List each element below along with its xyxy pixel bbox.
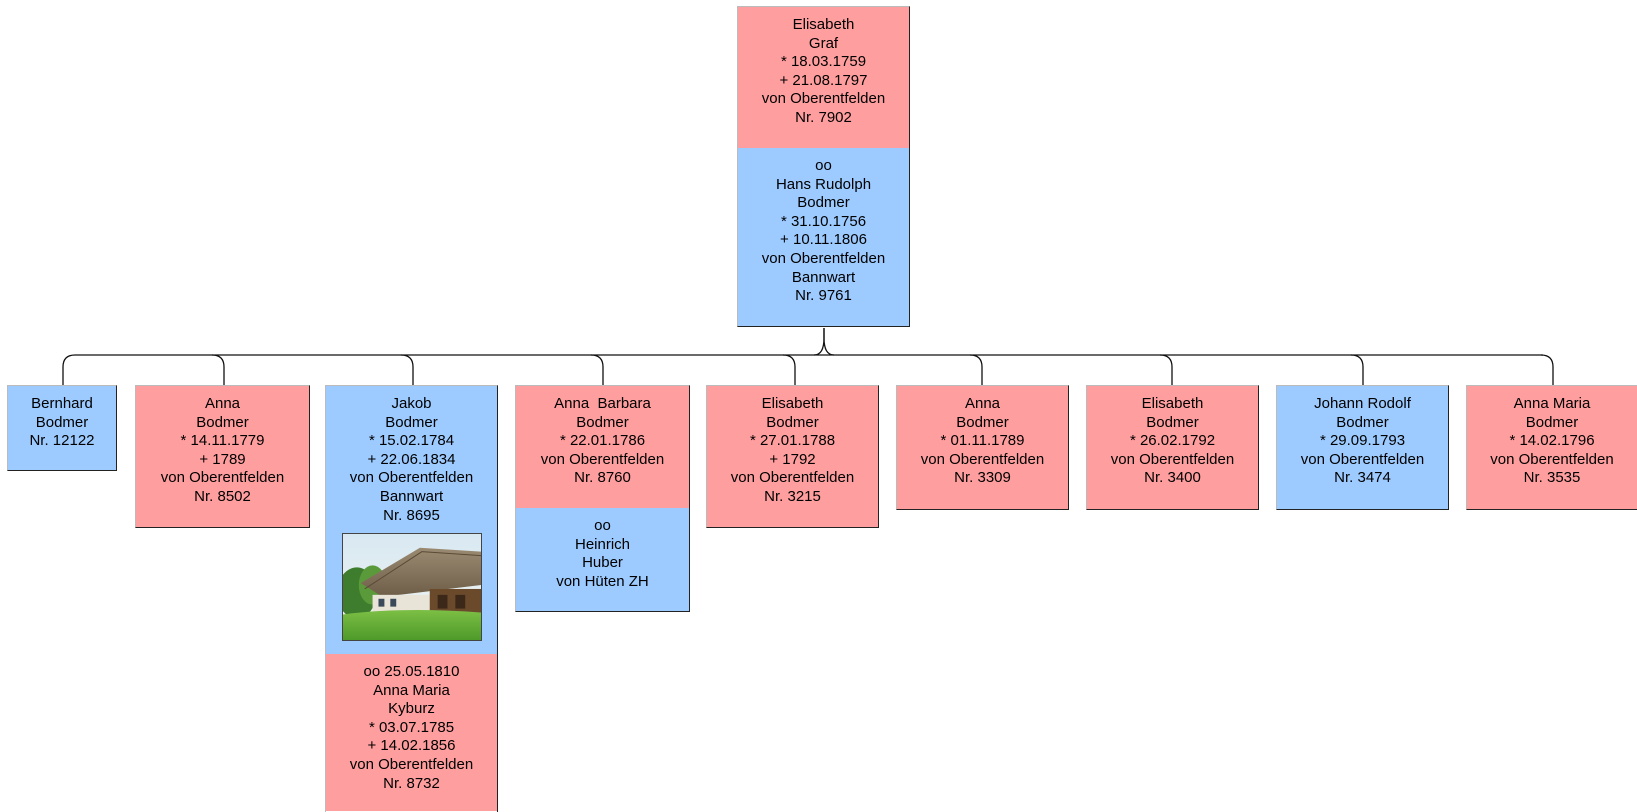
child-card-elisabeth-1788: Elisabeth Bodmer * 27.01.1788 + 1792 von… bbox=[706, 385, 879, 528]
child-card-jakob: Jakob Bodmer * 15.02.1784 + 22.06.1834 v… bbox=[325, 385, 498, 812]
child-line: + 22.06.1834 bbox=[367, 450, 456, 468]
child-line: Bodmer bbox=[35, 413, 89, 431]
child-line: Nr. 3474 bbox=[1334, 469, 1391, 487]
child-section: Anna Bodmer * 01.11.1789 von Oberentfeld… bbox=[897, 386, 1068, 509]
child-line: Bannwart bbox=[379, 487, 444, 505]
child-line: von Oberentfelden bbox=[160, 469, 285, 487]
child-section: Elisabeth Bodmer * 26.02.1792 von Oberen… bbox=[1087, 386, 1258, 509]
child-line: Nr. 8502 bbox=[194, 487, 251, 505]
child-card-bernhard: Bernhard Bodmer Nr. 12122 bbox=[7, 385, 117, 471]
child-line: * 01.11.1789 bbox=[940, 432, 1025, 450]
father-occupation: Bannwart bbox=[791, 268, 856, 286]
child-line: Nr. 3400 bbox=[1144, 469, 1201, 487]
spouse-line: oo 25.05.1810 bbox=[363, 663, 460, 680]
father-origin: von Oberentfelden bbox=[761, 249, 886, 267]
spouse-line: oo bbox=[594, 517, 611, 534]
child-line: + 1789 bbox=[199, 450, 246, 468]
child-line: Bodmer bbox=[196, 413, 249, 431]
child-section: Elisabeth Bodmer * 27.01.1788 + 1792 von… bbox=[707, 386, 878, 527]
child-line: von Oberentfelden bbox=[1110, 450, 1235, 468]
child-card-anna-barbara: Anna Barbara Bodmer * 22.01.1786 von Obe… bbox=[515, 385, 690, 612]
child-line: von Oberentfelden bbox=[1300, 450, 1425, 468]
child-line: * 14.11.1779 bbox=[180, 432, 265, 450]
marriage-mark: oo bbox=[815, 157, 832, 174]
father-number: Nr. 9761 bbox=[795, 287, 852, 305]
spouse-line: * 03.07.1785 bbox=[368, 718, 455, 736]
child-line: * 15.02.1784 bbox=[368, 432, 455, 450]
child-line: von Oberentfelden bbox=[920, 450, 1045, 468]
child-section: Jakob Bodmer * 15.02.1784 + 22.06.1834 v… bbox=[326, 386, 497, 654]
child-line: Bodmer bbox=[1525, 413, 1579, 431]
child-line: * 27.01.1788 bbox=[749, 432, 836, 450]
child-line: Nr. 12122 bbox=[29, 432, 95, 450]
child-section: Johann Rodolf Bodmer * 29.09.1793 von Ob… bbox=[1277, 386, 1448, 509]
spouse-line: von Oberentfelden bbox=[349, 755, 474, 773]
mother-section: Elisabeth Graf * 18.03.1759 + 21.08.1797… bbox=[738, 7, 909, 148]
child-card-anna-maria-1796: Anna Maria Bodmer * 14.02.1796 von Obere… bbox=[1466, 385, 1637, 510]
child-line: Anna Maria bbox=[1513, 395, 1591, 412]
farmhouse-photo bbox=[341, 533, 482, 642]
child-line: Nr. 3535 bbox=[1523, 469, 1581, 487]
child-line: Nr. 3309 bbox=[954, 469, 1011, 487]
child-line: Anna bbox=[204, 395, 241, 412]
child-card-anna-1789: Anna Bodmer * 01.11.1789 von Oberentfeld… bbox=[896, 385, 1069, 510]
child-card-elisabeth-1792: Elisabeth Bodmer * 26.02.1792 von Oberen… bbox=[1086, 385, 1259, 510]
child-line: von Oberentfelden bbox=[1490, 450, 1614, 468]
child-line: * 14.02.1796 bbox=[1509, 432, 1595, 450]
child-section: Bernhard Bodmer Nr. 12122 bbox=[8, 386, 116, 470]
spouse-section: oo Heinrich Huber von Hüten ZH bbox=[516, 508, 689, 611]
parent-couple-card: Elisabeth Graf * 18.03.1759 + 21.08.1797… bbox=[737, 6, 910, 327]
mother-number: Nr. 7902 bbox=[795, 108, 852, 126]
spouse-line: Anna Maria bbox=[373, 681, 450, 699]
spouse-line: Kyburz bbox=[388, 700, 435, 718]
father-death: + 10.11.1806 bbox=[780, 231, 867, 249]
child-line: Nr. 8695 bbox=[383, 506, 440, 524]
child-line: + 1792 bbox=[769, 450, 816, 468]
mother-birth: * 18.03.1759 bbox=[780, 53, 867, 71]
child-line: von Oberentfelden bbox=[730, 469, 855, 487]
mother-first-name: Elisabeth bbox=[792, 16, 855, 33]
child-line: Elisabeth bbox=[1141, 395, 1204, 412]
child-line: Elisabeth bbox=[761, 395, 824, 412]
father-birth: * 31.10.1756 bbox=[780, 212, 867, 230]
spouse-line: Heinrich bbox=[574, 535, 631, 553]
father-first-name: Hans Rudolph bbox=[775, 175, 872, 193]
child-line: Jakob bbox=[391, 395, 432, 412]
child-line: Bodmer bbox=[1336, 413, 1389, 431]
child-line: * 22.01.1786 bbox=[559, 432, 646, 450]
child-section: Anna Bodmer * 14.11.1779 + 1789 von Ober… bbox=[136, 386, 309, 527]
child-line: Bodmer bbox=[766, 413, 819, 431]
father-surname: Bodmer bbox=[797, 194, 850, 212]
child-card-johann-rodolf: Johann Rodolf Bodmer * 29.09.1793 von Ob… bbox=[1276, 385, 1449, 510]
mother-surname: Graf bbox=[808, 34, 839, 52]
child-line: von Oberentfelden bbox=[349, 469, 474, 487]
child-line: Anna bbox=[964, 395, 1001, 412]
spouse-line: Nr. 8732 bbox=[383, 774, 440, 792]
father-section: oo Hans Rudolph Bodmer * 31.10.1756 + 10… bbox=[738, 148, 909, 326]
child-line: * 29.09.1793 bbox=[1319, 432, 1406, 450]
spouse-section: oo 25.05.1810 Anna Maria Kyburz * 03.07.… bbox=[326, 654, 497, 811]
child-line: Bodmer bbox=[956, 413, 1009, 431]
child-line: Anna Barbara bbox=[554, 395, 651, 412]
child-line: * 26.02.1792 bbox=[1129, 432, 1216, 450]
spouse-line: von Hüten ZH bbox=[556, 572, 649, 590]
child-line: Johann Rodolf bbox=[1314, 395, 1411, 412]
mother-origin: von Oberentfelden bbox=[761, 90, 886, 108]
child-line: Nr. 3215 bbox=[764, 487, 821, 505]
child-line: Nr. 8760 bbox=[574, 469, 631, 487]
child-line: Bodmer bbox=[385, 413, 438, 431]
child-card-anna-1779: Anna Bodmer * 14.11.1779 + 1789 von Ober… bbox=[135, 385, 310, 528]
child-section: Anna Maria Bodmer * 14.02.1796 von Obere… bbox=[1467, 386, 1637, 509]
spouse-line: Huber bbox=[582, 554, 623, 572]
child-line: Bodmer bbox=[1146, 413, 1199, 431]
mother-death: + 21.08.1797 bbox=[779, 71, 868, 89]
child-line: von Oberentfelden bbox=[540, 450, 665, 468]
child-line: Bernhard bbox=[31, 395, 93, 412]
child-section: Anna Barbara Bodmer * 22.01.1786 von Obe… bbox=[516, 386, 689, 508]
child-line: Bodmer bbox=[576, 413, 629, 431]
spouse-line: + 14.02.1856 bbox=[367, 737, 456, 755]
